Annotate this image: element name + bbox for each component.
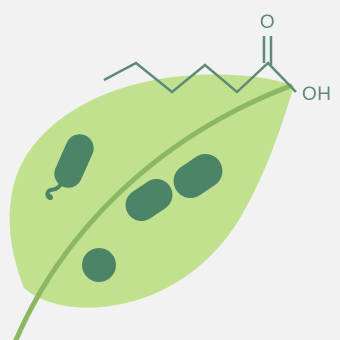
hydroxyl-label: OH xyxy=(302,84,332,105)
diplobacillus-icon xyxy=(125,153,223,222)
diplobacillus-cell-right xyxy=(173,153,223,199)
diplobacillus-cell-left xyxy=(125,178,173,222)
rod-bacterium-with-flagellum-icon xyxy=(45,134,94,201)
leaf-stem xyxy=(13,83,293,340)
bacteria-group xyxy=(45,134,223,282)
rod-bacterium-body xyxy=(54,134,94,188)
carbon-chain xyxy=(103,61,297,94)
oxygen-label: O xyxy=(260,12,275,33)
flagellum xyxy=(45,182,63,201)
coccus-icon xyxy=(82,248,116,282)
fatty-acid-chain-icon: O OH xyxy=(103,12,332,105)
